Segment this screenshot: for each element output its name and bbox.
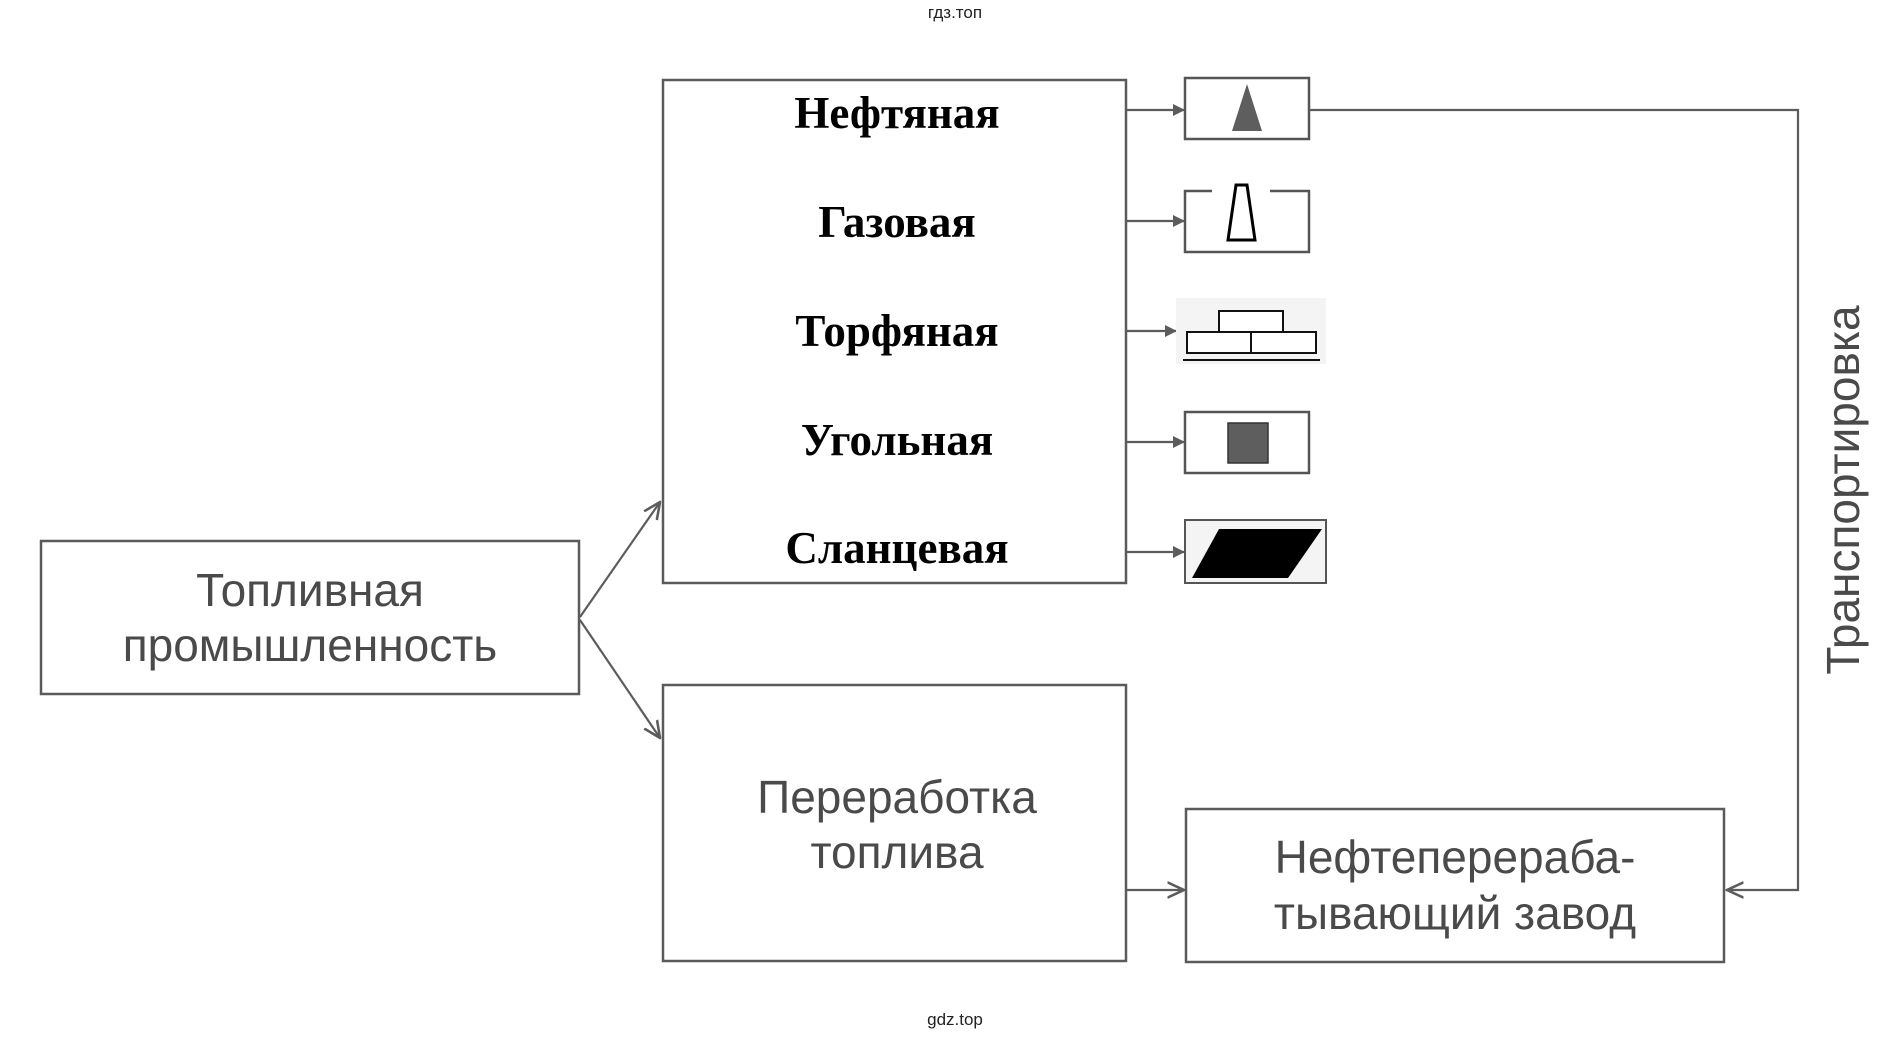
processing-label-line2: топлива — [810, 826, 984, 878]
oil-symbol — [1183, 76, 1311, 141]
peat-symbol — [1176, 298, 1326, 364]
branch-label-coal: Угольная — [801, 415, 993, 465]
square-icon — [1227, 422, 1269, 464]
bricks-icon — [1183, 310, 1320, 361]
refinery-label-line1: Нефтеперераба- — [1275, 831, 1636, 883]
parallelogram-icon — [1192, 529, 1322, 578]
branch-label-gas: Газовая — [818, 197, 976, 247]
processing-label-line1: Переработка — [757, 771, 1037, 823]
fuel-industry-node: Топливная промышленность — [39, 539, 581, 696]
branch-label-oil: Нефтяная — [794, 88, 999, 138]
refinery-label-line2: тывающий завод — [1274, 887, 1636, 939]
fuel-processing-node: Переработка топлива — [661, 683, 1128, 963]
fuel-industry-label-line1: Топливная — [196, 564, 424, 616]
shale-symbol — [1184, 519, 1327, 584]
gas-symbol — [1183, 172, 1311, 254]
transport-label: Транспортировка — [1817, 305, 1869, 675]
watermark-bottom: gdz.top — [927, 1010, 983, 1029]
fuel-branches-node: Нефтяная Газовая Торфяная Угольная Сланц… — [661, 78, 1128, 585]
coal-symbol — [1183, 410, 1311, 475]
triangle-icon — [1232, 84, 1262, 131]
branch-label-shale: Сланцевая — [785, 523, 1008, 573]
branch-label-peat: Торфяная — [795, 306, 998, 356]
arrow-root-to-processing — [579, 619, 660, 738]
refinery-node: Нефтеперераба- тывающий завод — [1184, 807, 1726, 964]
fuel-industry-label-line2: промышленность — [123, 619, 498, 671]
watermark-top: гдз.топ — [927, 3, 983, 22]
arrow-root-to-branches — [579, 502, 660, 618]
trapezoid-icon — [1226, 183, 1257, 242]
transport-path — [1309, 108, 1800, 890]
